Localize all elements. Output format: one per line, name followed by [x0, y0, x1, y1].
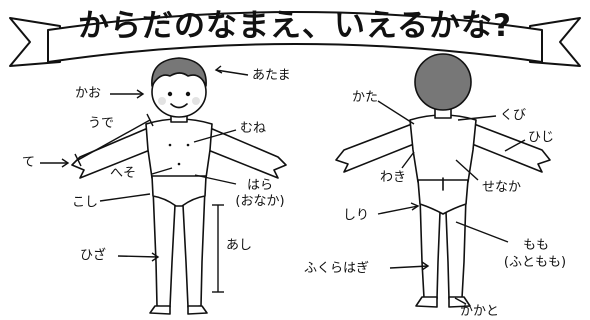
front-right-foot	[187, 305, 208, 315]
page-title: からだのなまえ、いえるかな?	[77, 8, 513, 44]
front-navel	[177, 162, 181, 166]
front-right-eye	[185, 91, 191, 97]
ude-span-line	[77, 119, 151, 161]
back-right-heel	[448, 296, 471, 308]
arrow-kao	[136, 89, 145, 99]
label-fukurahagi: ふくらはぎ	[304, 261, 370, 276]
leader-heso	[151, 167, 173, 175]
back-figure	[335, 53, 551, 308]
label-shiri: しり	[343, 208, 370, 223]
front-right-cheek	[192, 97, 200, 105]
banner-ribbon	[47, 11, 543, 63]
front-mouth	[170, 103, 188, 109]
label-hiji: ひじ	[528, 130, 555, 145]
label-momo-alt: (ふともも)	[503, 255, 567, 270]
label-kata: かた	[352, 90, 379, 105]
front-left-eye	[167, 91, 173, 97]
back-left-arm	[335, 123, 415, 173]
title-banner	[9, 11, 581, 67]
label-kao: かお	[75, 86, 102, 101]
leader-lines	[40, 65, 526, 305]
leader-fukurahagi	[389, 265, 429, 269]
front-left-cheek	[158, 97, 166, 105]
leader-hiza	[117, 255, 159, 258]
label-te: て	[22, 155, 36, 170]
label-momo: もも	[522, 238, 549, 253]
front-underpants	[151, 175, 207, 207]
leader-hiji	[504, 139, 526, 152]
label-ashi: あし	[226, 238, 253, 253]
arrow-shiri	[410, 202, 420, 211]
leader-senaka	[455, 159, 479, 181]
arrow-fukurahagi	[421, 261, 430, 271]
label-kakato: かかと	[460, 304, 500, 319]
label-senaka: せなか	[482, 180, 522, 195]
leader-mune	[193, 129, 237, 143]
leader-kata	[377, 100, 415, 125]
front-figure	[71, 57, 287, 315]
arrow-hiza	[151, 252, 160, 262]
back-underpants	[417, 179, 469, 215]
ude-span-tick-left	[74, 153, 82, 167]
label-koshi: こし	[72, 195, 99, 210]
front-right-nipple	[186, 143, 190, 147]
leader-momo	[455, 221, 509, 243]
label-atama: あたま	[252, 68, 291, 83]
label-hara-alt: (おなか)	[235, 194, 285, 209]
leader-kubi	[457, 115, 497, 121]
arrow-atama	[214, 65, 223, 74]
leader-kakato	[454, 297, 467, 305]
front-left-nipple	[168, 143, 172, 147]
label-kubi: くび	[500, 108, 527, 123]
leader-waki	[401, 151, 415, 169]
label-hara: はら	[246, 178, 273, 193]
label-heso: へそ	[110, 166, 137, 181]
leader-shiri	[377, 205, 419, 215]
label-hiza: ひざ	[80, 248, 107, 263]
back-left-heel	[415, 296, 438, 308]
front-torso	[145, 118, 213, 179]
label-ude: うで	[88, 116, 115, 131]
arrow-te	[61, 158, 70, 168]
leader-koshi	[99, 193, 151, 202]
label-mune: むね	[240, 121, 267, 136]
back-head-hair	[414, 53, 472, 111]
label-waki: わき	[380, 170, 407, 185]
front-hair	[151, 57, 207, 87]
back-torso	[409, 114, 477, 183]
leader-atama	[215, 69, 249, 76]
ude-span-tick-right	[146, 113, 154, 127]
leader-hara	[194, 174, 237, 185]
front-left-foot	[149, 305, 171, 315]
